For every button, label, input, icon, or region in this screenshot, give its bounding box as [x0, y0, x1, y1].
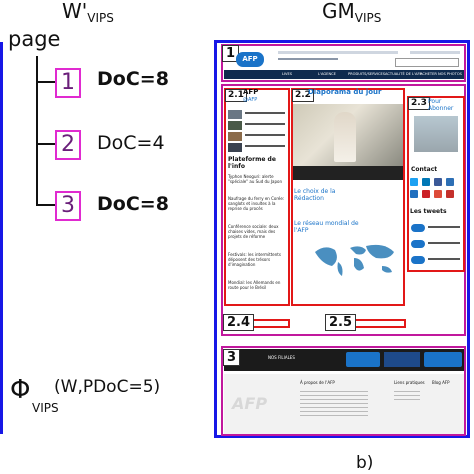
- news-item-2[interactable]: Naufrage du ferry en Corée: sanglots et …: [228, 196, 285, 211]
- nav-item-3[interactable]: ACTUALITÉ DE L'AFP: [385, 72, 422, 76]
- block-2-2-center: [291, 88, 405, 306]
- header-lang-links: [410, 51, 460, 54]
- contact-title: Contact: [411, 166, 438, 173]
- header-tagline: [278, 58, 338, 60]
- photo-figure: [334, 112, 356, 162]
- footer-filiales[interactable]: NOS FILIALES: [268, 355, 295, 360]
- tree-branch-1: [36, 81, 56, 83]
- phi-subscript: VIPS: [32, 401, 59, 415]
- footer-blog[interactable]: Blog AFP: [432, 380, 450, 385]
- block-2-3-label: 2.3: [408, 97, 430, 110]
- left-panel-title: W'VIPS: [62, 0, 114, 25]
- nav-item-1[interactable]: L'AGENCE: [318, 72, 336, 76]
- thumb-4: [228, 143, 242, 152]
- twitter-icon[interactable]: [410, 178, 418, 186]
- search-input[interactable]: [395, 58, 459, 67]
- choice-title: Le choix de la Rédaction: [294, 188, 336, 202]
- right-panel-title: GMVIPS: [322, 0, 382, 25]
- tree-node-3: 3: [55, 191, 81, 221]
- footer-apropos[interactable]: À propos de l'AFP: [300, 380, 335, 385]
- news-item-4[interactable]: Festivals: les intermittents déposent de…: [228, 252, 281, 267]
- tree-branch-3: [36, 204, 56, 206]
- thumb-3: [228, 132, 242, 141]
- block-3-footer: [221, 346, 466, 436]
- facebook-icon[interactable]: [434, 178, 442, 186]
- col21-subtitle: @AFP: [243, 97, 258, 103]
- social-icon-5[interactable]: [410, 190, 418, 198]
- photo-caption-bar: [293, 166, 403, 180]
- linkedin-icon[interactable]: [422, 178, 430, 186]
- phi-arguments: (W,PDoC=5): [54, 377, 161, 397]
- phi-symbol: Φ: [10, 375, 31, 405]
- header-top-links: [278, 51, 398, 54]
- tree-node-2: 2: [55, 130, 81, 160]
- tree-root-label: page: [8, 27, 61, 51]
- tree-node-3-doc: DoC=8: [97, 193, 169, 215]
- tweet-text-1: [428, 226, 460, 228]
- tree-node-1-doc: DoC=8: [97, 68, 169, 90]
- platform-title: Plateforme de l'info: [228, 156, 276, 170]
- footer-apropos-text: [300, 388, 368, 418]
- tweet-avatar-3: [411, 256, 425, 264]
- block-2-2-label: 2.2: [292, 89, 314, 102]
- nav-item-2[interactable]: PRODUITS/SERVICES: [348, 72, 386, 76]
- block-3-label: 3: [223, 349, 241, 366]
- news-item-1[interactable]: Typhon Neoguri: alerte "spéciale" au Sud…: [228, 174, 283, 184]
- news-item-5[interactable]: Mondial: les Allemands en route pour le …: [228, 280, 281, 290]
- tree-node-2-doc: DoC=4: [97, 132, 165, 154]
- block-2-5-label: 2.5: [325, 314, 357, 331]
- nav-item-4[interactable]: ACHETER NOS PHOTOS: [420, 72, 462, 76]
- thumb-2-text: [245, 123, 285, 125]
- thumb-1-text: [245, 112, 285, 114]
- footer-partner-1[interactable]: [346, 352, 380, 367]
- thumb-1: [228, 110, 242, 119]
- tweet-avatar-1: [411, 224, 425, 232]
- thumb-3-text: [245, 134, 285, 136]
- main-navbar: [224, 70, 464, 79]
- world-map: [315, 244, 394, 276]
- block-2-1-label: 2.1: [225, 89, 247, 102]
- tweets-title: Les tweets: [410, 208, 447, 215]
- footer-partner-3[interactable]: [424, 352, 462, 367]
- footer-liens-text: [394, 388, 420, 400]
- news-item-3[interactable]: Conférence sociale: deux chaises vides, …: [228, 224, 279, 239]
- subscribe-photo: [414, 116, 458, 152]
- pinterest-icon[interactable]: [422, 190, 430, 198]
- network-title: Le réseau mondial de l'AFP: [294, 220, 359, 234]
- tweet-text-2: [428, 242, 460, 244]
- thumb-4-text: [245, 145, 285, 147]
- block-2-3-sidebar: [407, 96, 465, 272]
- block-2-main: [221, 84, 466, 336]
- block-1-header: [221, 44, 466, 82]
- footer-partner-2[interactable]: [384, 352, 420, 367]
- figure-caption: b): [356, 453, 374, 473]
- nav-item-0[interactable]: LIVES: [282, 72, 293, 76]
- col21-title: AFP: [243, 88, 259, 96]
- thumb-2: [228, 121, 242, 130]
- left-boundary-line: [0, 42, 3, 434]
- social-icon-4[interactable]: [446, 178, 454, 186]
- diaporama-title: Diaporama du jour: [308, 88, 382, 96]
- block-2-4-label: 2.4: [223, 314, 255, 331]
- tree-node-1: 1: [55, 68, 81, 98]
- subscribe-title: Pour Abonner: [428, 98, 454, 112]
- afp-logo[interactable]: AFP: [236, 52, 264, 67]
- block-2-1-news: [224, 88, 290, 306]
- footer-brand-logo: AFP: [232, 394, 268, 413]
- tweet-avatar-2: [411, 240, 425, 248]
- tree-branch-2: [36, 143, 56, 145]
- googleplus-icon[interactable]: [434, 190, 442, 198]
- footer-liens[interactable]: Liens pratiques: [394, 380, 425, 385]
- tweet-text-3: [428, 258, 460, 260]
- tree-trunk: [36, 56, 38, 206]
- youtube-icon[interactable]: [446, 190, 454, 198]
